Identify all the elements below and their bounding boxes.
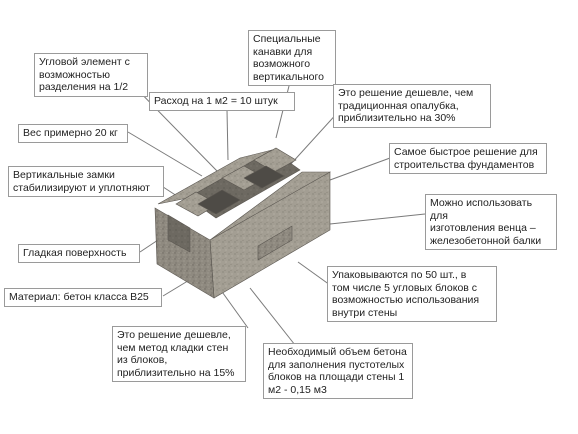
callout-smooth-surface: Гладкая поверхность xyxy=(18,244,140,263)
callout-packaging: Упаковываются по 50 шт., в том числе 5 у… xyxy=(327,266,497,322)
callout-special-grooves: Специальные канавки для возможного верти… xyxy=(248,30,336,86)
callout-cheaper-formwork: Это решение дешевле, чем традиционная оп… xyxy=(333,84,491,128)
leader-line xyxy=(329,213,426,225)
leader-line xyxy=(127,131,203,177)
leader-line xyxy=(289,109,341,166)
concrete-block xyxy=(154,147,331,299)
callout-material: Материал: бетон класса B25 xyxy=(4,288,162,307)
leader-line xyxy=(329,157,391,181)
callout-lintel: Можно использовать для изготовления венц… xyxy=(425,194,557,250)
callout-concrete-volume: Необходимый объем бетона для заполнения … xyxy=(263,343,413,399)
callout-weight: Вес примерно 20 кг xyxy=(18,124,128,143)
leader-lines xyxy=(127,79,426,346)
leader-line xyxy=(226,109,229,161)
callout-cheaper-masonry: Это решение дешевле, чем метод кладки ст… xyxy=(112,326,246,382)
callout-fastest-foundation: Самое быстрое решение для строительства … xyxy=(389,143,547,174)
callout-consumption: Расход на 1 м2 = 10 штук xyxy=(149,92,295,111)
callout-corner-element: Угловой элемент с возможностью разделени… xyxy=(34,53,148,97)
leader-line xyxy=(249,287,296,346)
callout-vertical-locks: Вертикальные замки стабилизируют и уплот… xyxy=(8,166,164,197)
leader-line xyxy=(297,261,331,286)
leader-line xyxy=(139,239,159,253)
